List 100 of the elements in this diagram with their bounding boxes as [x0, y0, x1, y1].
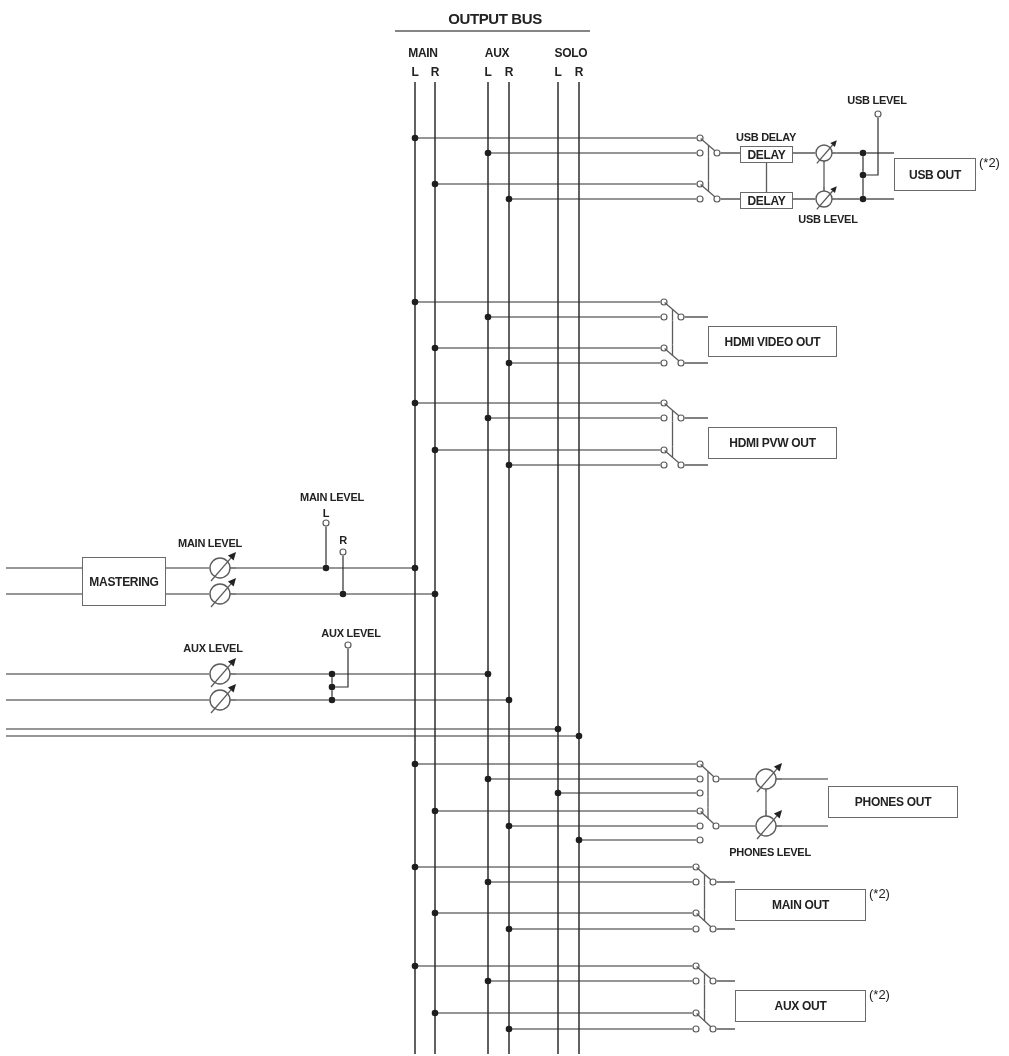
channel-label: R	[430, 66, 440, 78]
wire	[435, 347, 661, 349]
junction-dot-icon	[859, 195, 867, 203]
wire	[509, 928, 693, 930]
wire	[165, 567, 210, 569]
attenuator-icon	[755, 763, 783, 793]
wire	[509, 198, 697, 200]
wire	[235, 567, 324, 569]
wire	[509, 825, 697, 827]
wire	[558, 792, 697, 794]
wire	[235, 593, 341, 595]
junction-dot-icon	[859, 171, 867, 179]
channel-label: R	[504, 66, 514, 78]
gang-link-line	[823, 162, 825, 187]
block-label: HDMI PVW OUT	[729, 437, 816, 449]
channel-label: L	[411, 66, 419, 78]
bus-line	[557, 82, 559, 1054]
gang-link-line	[707, 795, 709, 809]
footnote-mark: (*2)	[979, 156, 1000, 169]
channel-label: L	[554, 66, 562, 78]
switch-icon	[696, 806, 720, 844]
wire	[684, 464, 709, 466]
attenuator-icon	[815, 185, 838, 211]
level-label: PHONES LEVEL	[729, 846, 811, 858]
bus-name: AUX	[484, 47, 510, 59]
gang-link-line	[703, 884, 706, 911]
wire	[331, 689, 333, 698]
wire	[415, 402, 661, 404]
block-label: MAIN OUT	[772, 899, 829, 911]
wire	[579, 839, 697, 841]
wire	[435, 810, 697, 812]
block-heading: USB DELAY	[735, 131, 797, 143]
control-line	[334, 648, 349, 688]
wire	[836, 198, 861, 200]
wire	[235, 699, 330, 701]
wire	[684, 362, 709, 364]
wire	[488, 417, 661, 419]
junction-dot-icon	[322, 564, 330, 572]
gang-link-line	[671, 420, 674, 448]
wire	[865, 198, 895, 200]
control-label: USB LEVEL	[847, 94, 907, 106]
block-label: AUX OUT	[774, 1000, 827, 1012]
output-block	[735, 990, 866, 1022]
wire	[488, 316, 661, 318]
channel-label: L	[484, 66, 492, 78]
gang-link-line	[707, 155, 710, 182]
switch-icon	[696, 760, 720, 798]
wire	[719, 778, 756, 780]
wire	[720, 198, 741, 200]
wire	[5, 735, 579, 737]
block-label: HDMI VIDEO OUT	[724, 335, 821, 348]
level-label: MAIN LEVEL	[178, 537, 242, 549]
wire	[415, 301, 661, 303]
wire	[488, 980, 693, 982]
switch-icon	[692, 863, 717, 887]
gang-link-line	[671, 319, 674, 346]
gang-link-line	[765, 162, 768, 193]
wire	[862, 177, 864, 197]
bus-name: MAIN	[408, 47, 438, 59]
wire	[509, 362, 661, 364]
switch-icon	[660, 298, 685, 322]
wire	[781, 778, 829, 780]
channel-label: R	[339, 534, 347, 546]
wire	[331, 676, 333, 685]
terminal-icon	[339, 548, 347, 556]
terminal-icon	[344, 641, 352, 649]
gang-link-line	[765, 791, 767, 811]
wire	[836, 152, 861, 154]
wire	[5, 673, 210, 675]
wire	[165, 593, 210, 595]
wire	[488, 152, 697, 154]
mastering-block	[82, 557, 166, 606]
attenuator-icon	[209, 578, 237, 608]
attenuator-icon	[755, 809, 783, 840]
wire	[719, 825, 756, 827]
output-block	[894, 158, 976, 191]
control-label: MAIN LEVEL	[300, 491, 364, 503]
wire	[716, 928, 736, 930]
channel-label: L	[322, 507, 330, 519]
control-line	[325, 526, 327, 566]
junction-dot-icon	[339, 590, 347, 598]
switch-icon	[660, 399, 685, 423]
switch-icon	[692, 962, 717, 986]
wire	[235, 673, 330, 675]
wire	[509, 1028, 693, 1030]
output-block	[708, 427, 837, 459]
wire	[328, 567, 415, 569]
terminal-icon	[322, 519, 330, 527]
wire	[509, 464, 661, 466]
delay-block	[740, 146, 793, 163]
footnote-mark: (*2)	[869, 887, 890, 900]
wire	[488, 778, 697, 780]
wire	[792, 152, 816, 154]
switch-icon	[660, 343, 685, 367]
wire	[5, 567, 83, 569]
level-label: AUX LEVEL	[183, 642, 243, 654]
junction-dot-icon	[859, 149, 867, 157]
bus-line	[508, 82, 510, 1054]
attenuator-icon	[209, 658, 237, 688]
wire	[716, 980, 736, 982]
